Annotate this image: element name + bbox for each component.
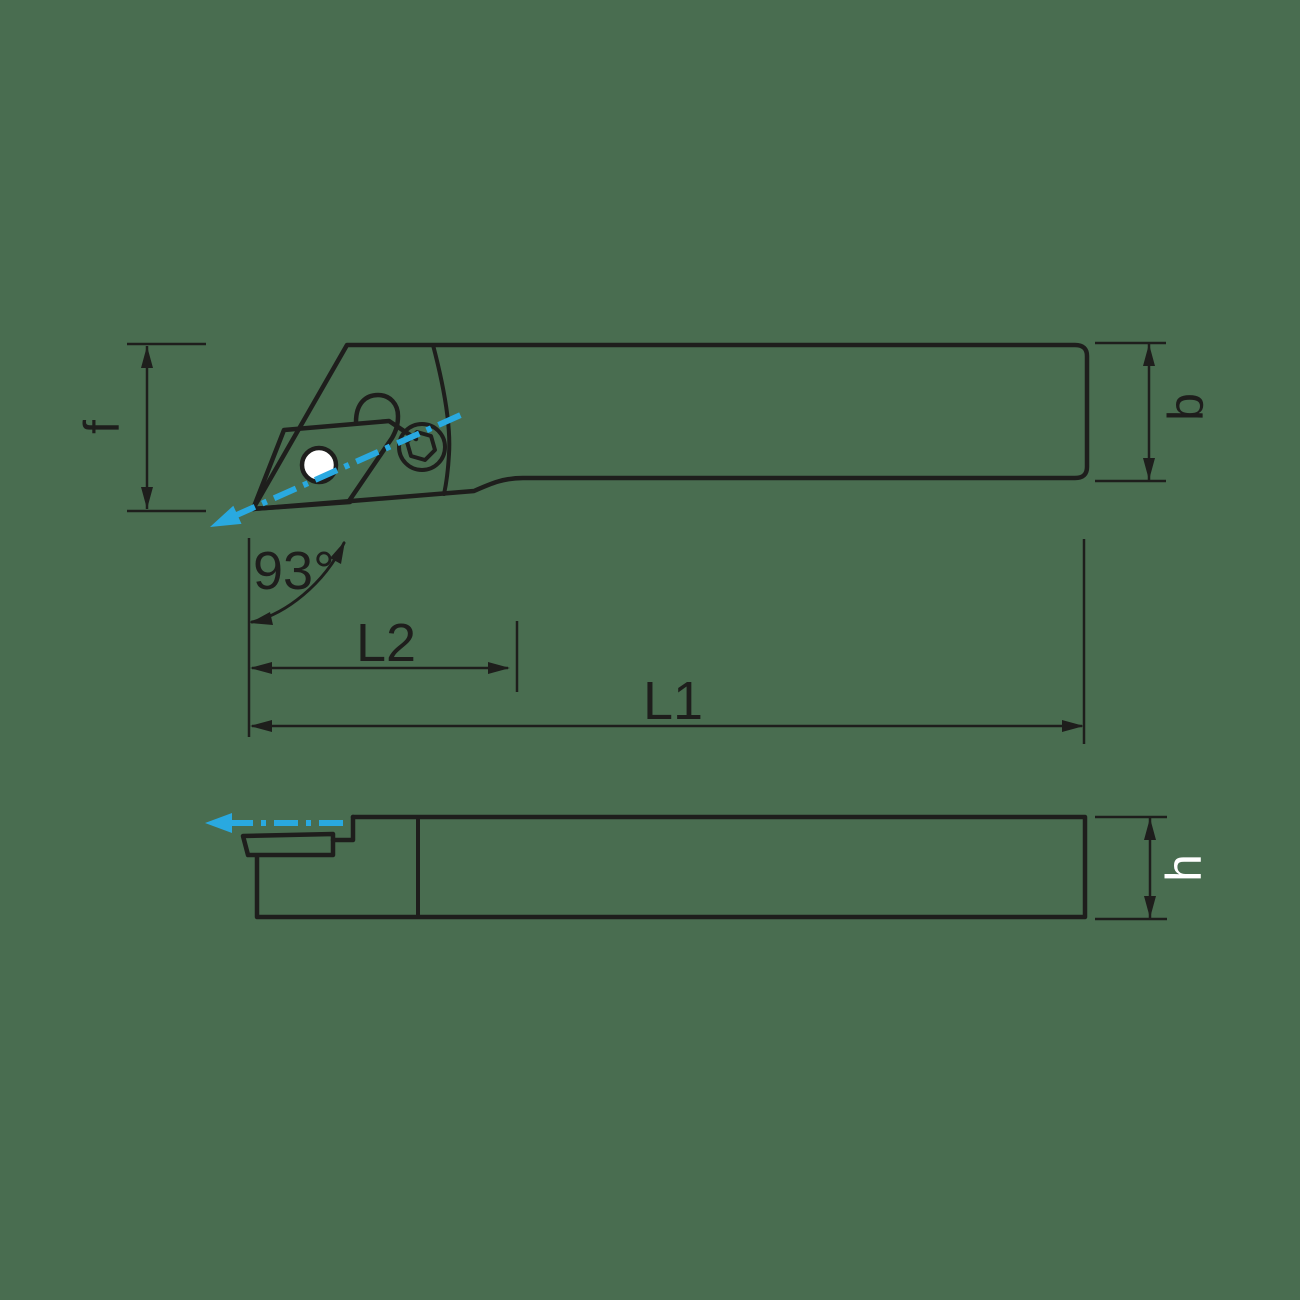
centerline-top-dashes [231, 411, 465, 520]
dim-f-arrow-down [141, 487, 153, 509]
label-l2: L2 [356, 613, 416, 673]
dim-b-arrow-up [1143, 344, 1155, 366]
holder-body-outline [250, 342, 1090, 512]
centerline-top [210, 411, 465, 527]
angle-arrow-left [250, 612, 273, 625]
clamp-finger [346, 392, 401, 504]
centerline-side-arrowhead [205, 813, 232, 833]
label-h: h [1156, 854, 1212, 882]
label-b: b [1158, 393, 1214, 421]
dim-l2-arrow-right [488, 662, 510, 674]
dim-l1: L1 [250, 539, 1086, 744]
label-l1: L1 [643, 671, 703, 731]
dim-l1-arrow-right [1062, 720, 1084, 732]
dim-b: b [1095, 341, 1214, 483]
side-shank-outline [254, 814, 1088, 920]
side-view [205, 813, 1088, 920]
dim-f: f [74, 342, 206, 513]
dim-l2: L2 [250, 613, 519, 692]
top-view [210, 342, 1090, 527]
dim-h-arrow-down [1144, 896, 1156, 918]
dim-h: h [1095, 815, 1212, 921]
head-shank-seam [431, 343, 452, 496]
centerline-top-arrowhead [210, 505, 242, 527]
side-insert [240, 831, 336, 858]
dim-h-arrow-up [1144, 818, 1156, 840]
label-angle: 93° [253, 541, 335, 601]
dim-l2-arrow-left [250, 662, 272, 674]
screw-head [397, 422, 447, 472]
dim-b-arrow-down [1143, 458, 1155, 480]
angle-annotation: 93° [247, 538, 346, 737]
label-f: f [74, 420, 130, 434]
dim-l1-arrow-left [250, 720, 272, 732]
centerline-side [205, 813, 350, 833]
dim-f-arrow-up [141, 346, 153, 368]
side-head-step [330, 814, 356, 843]
angle-arrow-up [330, 541, 345, 564]
